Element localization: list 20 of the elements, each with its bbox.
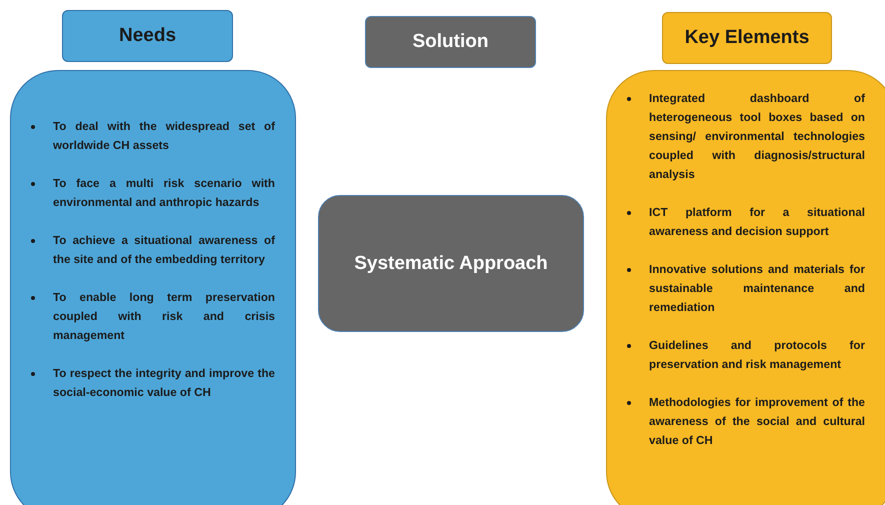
- bullet-text: To face a multi risk scenario with environmental and anthropic hazards: [53, 176, 275, 211]
- header-box: [62, 10, 233, 62]
- bullet-panel: [606, 70, 885, 505]
- bullet-panel: [10, 70, 296, 505]
- header-label: Solution: [412, 31, 488, 53]
- bullet-text: To enable long term preservation coupled with risk and crisis management: [53, 290, 275, 344]
- header-label: Needs: [118, 25, 176, 47]
- header-box: [365, 16, 536, 68]
- bullet-text: Methodologies for improvement of the awareness of the social and cultural value of CH: [649, 395, 865, 449]
- approach-box: [318, 195, 584, 332]
- bullet-text: To deal with the widespread set of worldwide CH assets: [53, 119, 275, 154]
- bullet-text: Integrated dashboard of heterogeneous tool boxes based on sensing/ environmental technologies coupled with diagnosis/structural analysis: [649, 91, 865, 183]
- header-label: Key Elements: [684, 27, 810, 49]
- bullet-text: To achieve a situational awareness of the site and of the embedding territory: [53, 233, 275, 268]
- bullet-text: Innovative solutions and materials for sustainable maintenance and remediation: [649, 262, 865, 316]
- approach-label: Systematic Approach: [354, 252, 548, 274]
- bullet-text: ICT platform for a situational awareness and decision support: [649, 205, 865, 240]
- bullet-text: Guidelines and protocols for preservation and risk management: [649, 338, 865, 373]
- header-box: [662, 12, 832, 64]
- bullet-text: To respect the integrity and improve the social-economic value of CH: [53, 366, 275, 401]
